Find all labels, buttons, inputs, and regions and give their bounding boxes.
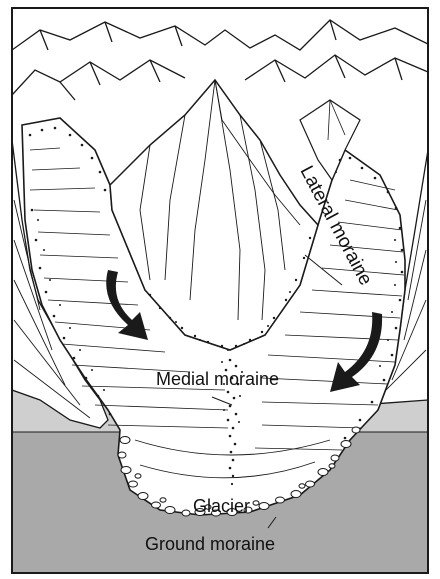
medial-moraine-label: Medial moraine <box>156 369 279 389</box>
ground-moraine-label: Ground moraine <box>145 534 275 554</box>
glacier-label: Glacier <box>193 496 250 516</box>
